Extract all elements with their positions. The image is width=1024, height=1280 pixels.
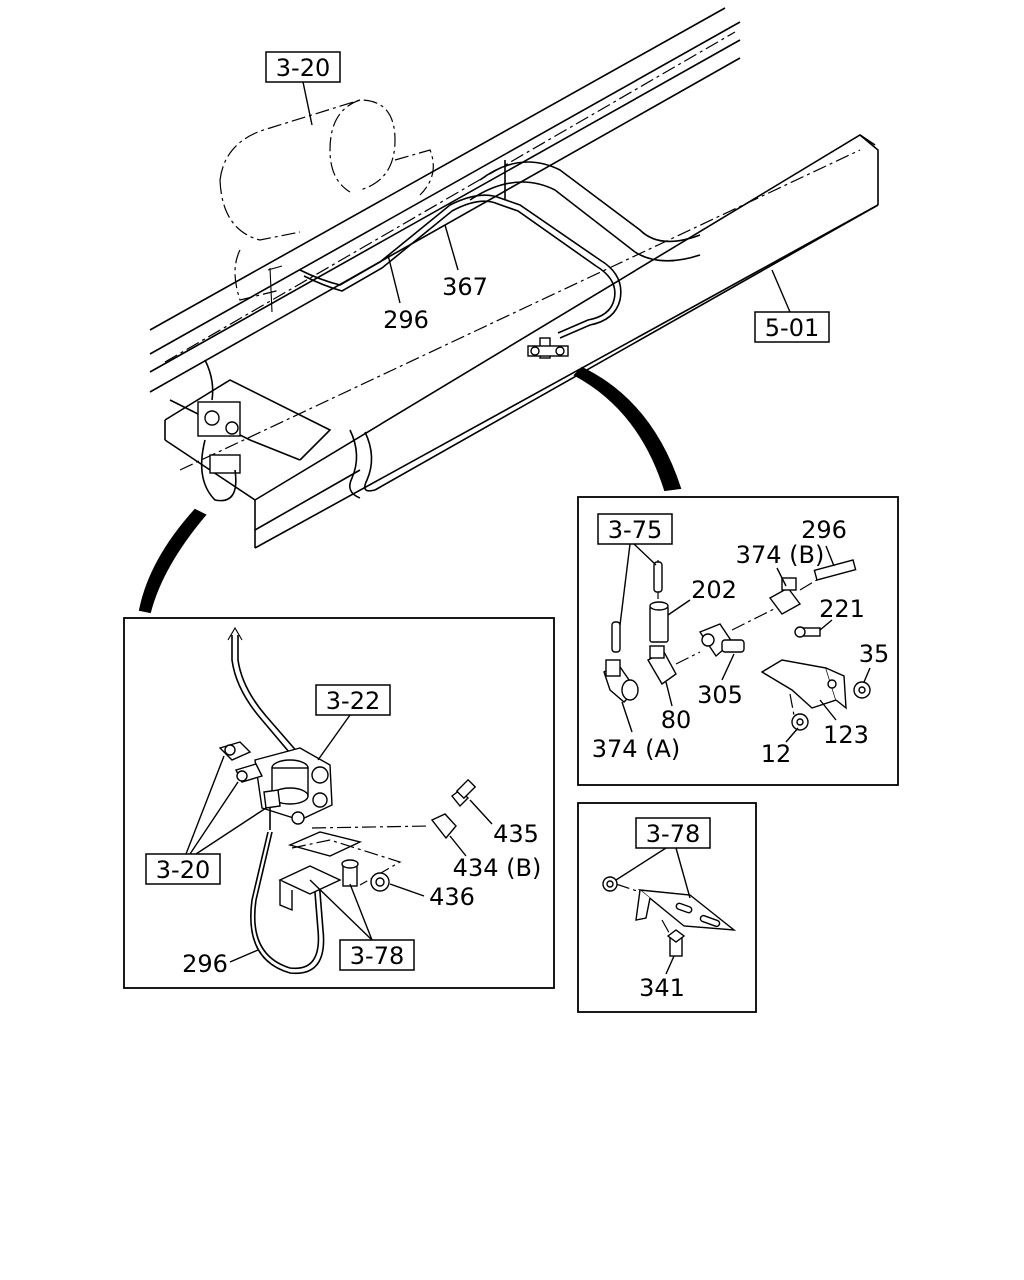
callout-367: 367 — [442, 273, 488, 301]
callout-296-right: 296 — [801, 516, 847, 544]
callout-3-78-detail: 3-78 — [350, 942, 404, 970]
callout-374b: 374 (B) — [736, 541, 825, 569]
callout-box-3-20-detail — [145, 853, 221, 885]
tank-outline — [219, 99, 434, 301]
callout-3-22: 3-22 — [326, 687, 380, 715]
callout-5-01: 5-01 — [765, 314, 819, 342]
callout-435: 435 — [493, 820, 539, 848]
top-callouts: 3-20 5-01 367 296 — [265, 51, 830, 343]
bracket-detail-panel: 3-78 341 — [577, 802, 757, 1013]
callout-374a: 374 (A) — [592, 735, 681, 763]
callout-305: 305 — [697, 681, 743, 709]
valve-on-frame — [197, 359, 241, 502]
callout-3-75: 3-75 — [608, 516, 662, 544]
callout-341: 341 — [639, 974, 685, 1002]
callout-434b: 434 (B) — [453, 854, 542, 882]
callout-35: 35 — [859, 640, 890, 668]
callout-296-top: 296 — [383, 306, 429, 334]
callout-80: 80 — [661, 706, 692, 734]
brake-pipe-route — [267, 194, 622, 339]
valve-detail-panel: 3-22 3-20 435 434 (B) 436 3-78 296 — [123, 617, 555, 989]
callout-12: 12 — [761, 740, 792, 768]
chassis-frame — [149, 7, 879, 549]
frame-connector — [527, 337, 569, 359]
callout-box-3-75 — [597, 513, 673, 545]
callout-3-78-bracket: 3-78 — [646, 820, 700, 848]
callout-436: 436 — [429, 883, 475, 911]
callout-3-20-top: 3-20 — [276, 54, 330, 82]
callout-box-3-22 — [315, 684, 391, 716]
callout-3-20-detail: 3-20 — [156, 856, 210, 884]
callout-202: 202 — [691, 576, 737, 604]
callout-box-3-20 — [265, 51, 341, 83]
detail-arrows — [138, 366, 682, 614]
callout-123: 123 — [823, 721, 869, 749]
callout-box-5-01 — [754, 311, 830, 343]
fittings-detail-panel: 3-75 296 374 (B) 202 221 35 305 80 374 (… — [577, 496, 899, 786]
callout-box-3-78-detail — [339, 939, 415, 971]
callout-296-detail: 296 — [182, 950, 228, 978]
callout-221: 221 — [819, 595, 865, 623]
callout-box-3-78-bracket — [635, 817, 711, 849]
